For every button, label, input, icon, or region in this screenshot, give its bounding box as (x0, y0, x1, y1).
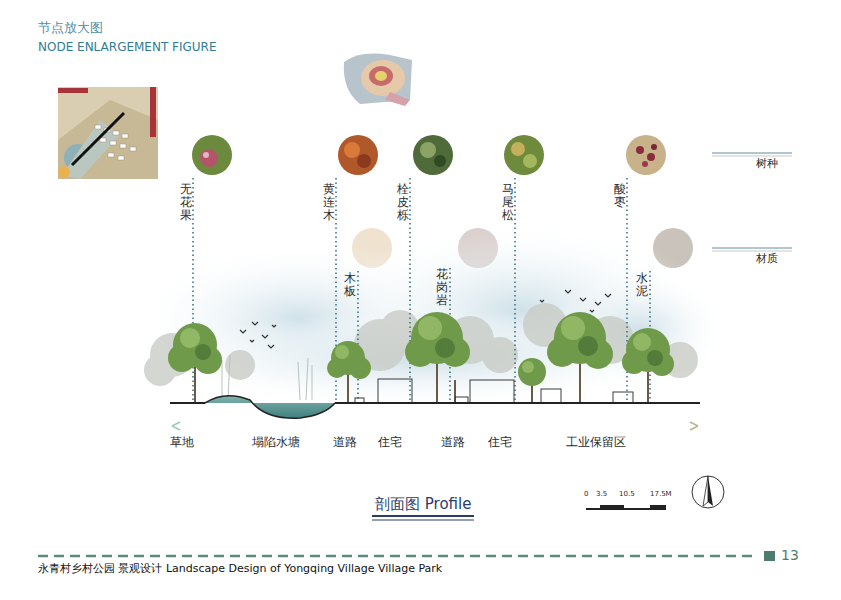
site-map-thumb (58, 87, 158, 179)
zone-label: 工业保留区 (566, 435, 626, 449)
footer-text: 永青村乡村公园 景观设计 Landscape Design of Yongqin… (38, 562, 442, 575)
legend-heading: 材质 (756, 252, 778, 265)
background-trees (144, 303, 698, 386)
caption-underline (372, 516, 474, 520)
ground-line (170, 402, 700, 404)
zone-label: 道路 (441, 435, 465, 449)
trees (168, 312, 674, 403)
sky-mist (130, 220, 730, 410)
species-label: 酸枣 (614, 183, 626, 209)
birds (240, 290, 611, 348)
pond (205, 396, 335, 419)
zone-line (172, 422, 698, 430)
species-label: 无花果 (180, 183, 192, 223)
scale-bar (586, 505, 666, 510)
scale-number: 10.5 (619, 490, 635, 498)
scale-number: 17.5M (650, 490, 672, 498)
buildings (355, 379, 633, 403)
footer-dash (38, 555, 758, 558)
north-arrow (692, 476, 724, 508)
material-label: 木板 (344, 272, 356, 298)
material-label: 水泥 (636, 272, 648, 298)
legend-rules-light (712, 156, 792, 251)
page-title: 节点放大图 (38, 20, 103, 36)
species-label: 马尾松 (502, 183, 514, 223)
area-map-thumb (344, 54, 412, 106)
zone-label: 道路 (333, 435, 357, 449)
legend-rules (712, 153, 792, 248)
material-label: 花岗岩 (436, 268, 448, 308)
caption: 剖面图 Profile (375, 495, 471, 513)
zone-label: 草地 (170, 435, 194, 449)
subtitle: NODE ENLARGEMENT FIGURE (38, 40, 217, 54)
zone-label: 住宅 (488, 435, 512, 449)
pond-bank (205, 396, 335, 419)
scale-number: 0 (584, 490, 588, 498)
species-label: 栓皮栎 (397, 183, 409, 223)
species-label: 黄连木 (323, 183, 335, 223)
legend-heading: 树种 (756, 157, 778, 170)
leader-lines (193, 178, 650, 400)
scale-number: 3.5 (596, 490, 607, 498)
reeds (222, 355, 312, 400)
page-number: 13 (781, 547, 799, 564)
footer-square (764, 551, 775, 561)
species-swatches (192, 135, 666, 175)
zone-label: 住宅 (378, 435, 402, 449)
zone-label: 塌陷水塘 (252, 435, 300, 449)
